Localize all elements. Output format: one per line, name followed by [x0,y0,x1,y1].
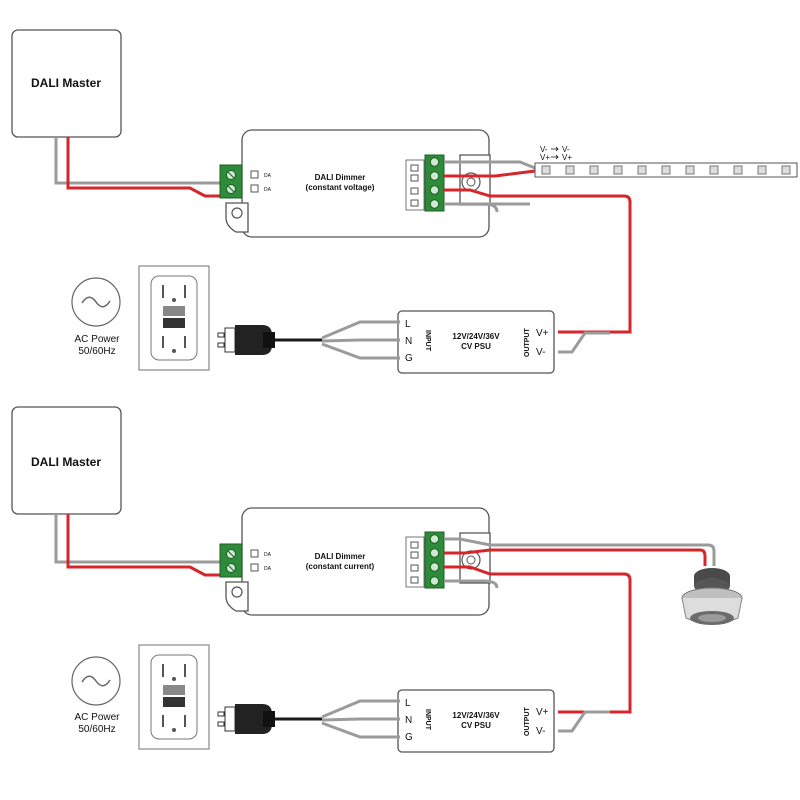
top-diagram: DALI Master DA DA DALI Dimmer (constant … [11,29,798,374]
psu-title: 12V/24V/36V [452,332,500,341]
dali-terminal-2: DA [264,187,272,193]
ac-power-freq: 50/60Hz [78,346,115,357]
dali-wire-grey [54,514,220,564]
dali-wire-red [66,514,222,577]
psu-output-vplus: V+ [536,328,549,339]
psu-output-label: OUTPUT [524,328,531,358]
bottom-diagram: DALI Master DA DA DALI Dimmer (constant … [11,406,743,753]
psu-wire-red [444,565,632,714]
psu-bottom: L N G INPUT 12V/24V/36V CV PSU OUTPUT V+… [397,689,555,753]
wall-outlet-icon [138,265,210,371]
dali-master-top: DALI Master [11,29,122,138]
ac-power-icon [71,656,121,706]
dimmer-subtitle: (constant current) [306,562,375,571]
psu-vminus-wire [558,331,610,354]
psu-subtitle: CV PSU [461,342,491,351]
ac-wire-l [321,320,400,340]
psu-output-vminus: V- [536,347,545,358]
strip-label-vminus-2: V- [562,145,570,154]
psu-input-g: G [405,353,413,364]
dali-terminal-2: DA [264,566,272,572]
dimmer-title: DALI Dimmer [315,552,366,561]
psu-wire-grey [444,202,499,213]
ac-wire-g [321,721,400,739]
dali-wire-red [66,137,222,198]
ac-power-freq: 50/60Hz [78,724,115,735]
psu-top: L N G INPUT 12V/24V/36V CV PSU OUTPUT V+… [397,310,555,374]
psu-title: 12V/24V/36V [452,711,500,720]
ac-wire-l [321,699,400,719]
psu-output-vplus: V+ [536,707,549,718]
psu-wire-red [444,188,632,334]
psu-output-label: OUTPUT [524,707,531,737]
led-strip: V- V- V+ V+ [534,145,798,178]
strip-label-vminus-1: V- [540,145,548,154]
light-wire-grey [444,537,716,566]
wall-outlet-icon [138,644,210,750]
ac-wire-g [321,342,400,360]
ac-power-icon [71,277,121,327]
psu-vminus-wire [558,710,610,733]
ac-power-label: AC Power [74,712,120,723]
dali-terminal-1: DA [264,173,272,179]
psu-input-l: L [405,319,411,330]
dimmer-subtitle: (constant voltage) [306,183,375,192]
dimmer-bottom: DA DA DALI Dimmer (constant current) [219,507,491,616]
psu-input-label: INPUT [424,330,431,352]
strip-label-vplus-1: V+ [540,153,550,162]
psu-output-vminus: V- [536,726,545,737]
dimmer-title: DALI Dimmer [315,173,366,182]
dali-wire-grey [54,137,220,185]
downlight-icon [681,568,743,625]
arrow-icon [551,146,559,152]
psu-subtitle: CV PSU [461,721,491,730]
led-chips [541,165,791,175]
light-wire-red [444,548,707,566]
psu-input-n: N [405,715,412,726]
dali-master-label: DALI Master [31,455,101,469]
ac-power-label: AC Power [74,334,120,345]
psu-input-g: G [405,732,413,743]
psu-input-l: L [405,698,411,709]
strip-label-vplus-2: V+ [562,153,572,162]
strip-wire-red [444,169,536,178]
plug-icon [217,325,275,355]
ac-wire-n [321,338,400,343]
dali-master-bottom: DALI Master [11,406,122,515]
strip-wire-grey [444,160,536,170]
dali-terminal-1: DA [264,552,272,558]
plug-icon [217,704,275,734]
dimmer-top: DA DA DALI Dimmer (constant voltage) [219,129,491,238]
psu-input-label: INPUT [424,709,431,731]
psu-input-n: N [405,336,412,347]
dali-master-label: DALI Master [31,76,101,90]
psu-wire-grey [444,579,499,589]
arrow-icon [551,154,559,160]
ac-wire-n [321,717,400,722]
